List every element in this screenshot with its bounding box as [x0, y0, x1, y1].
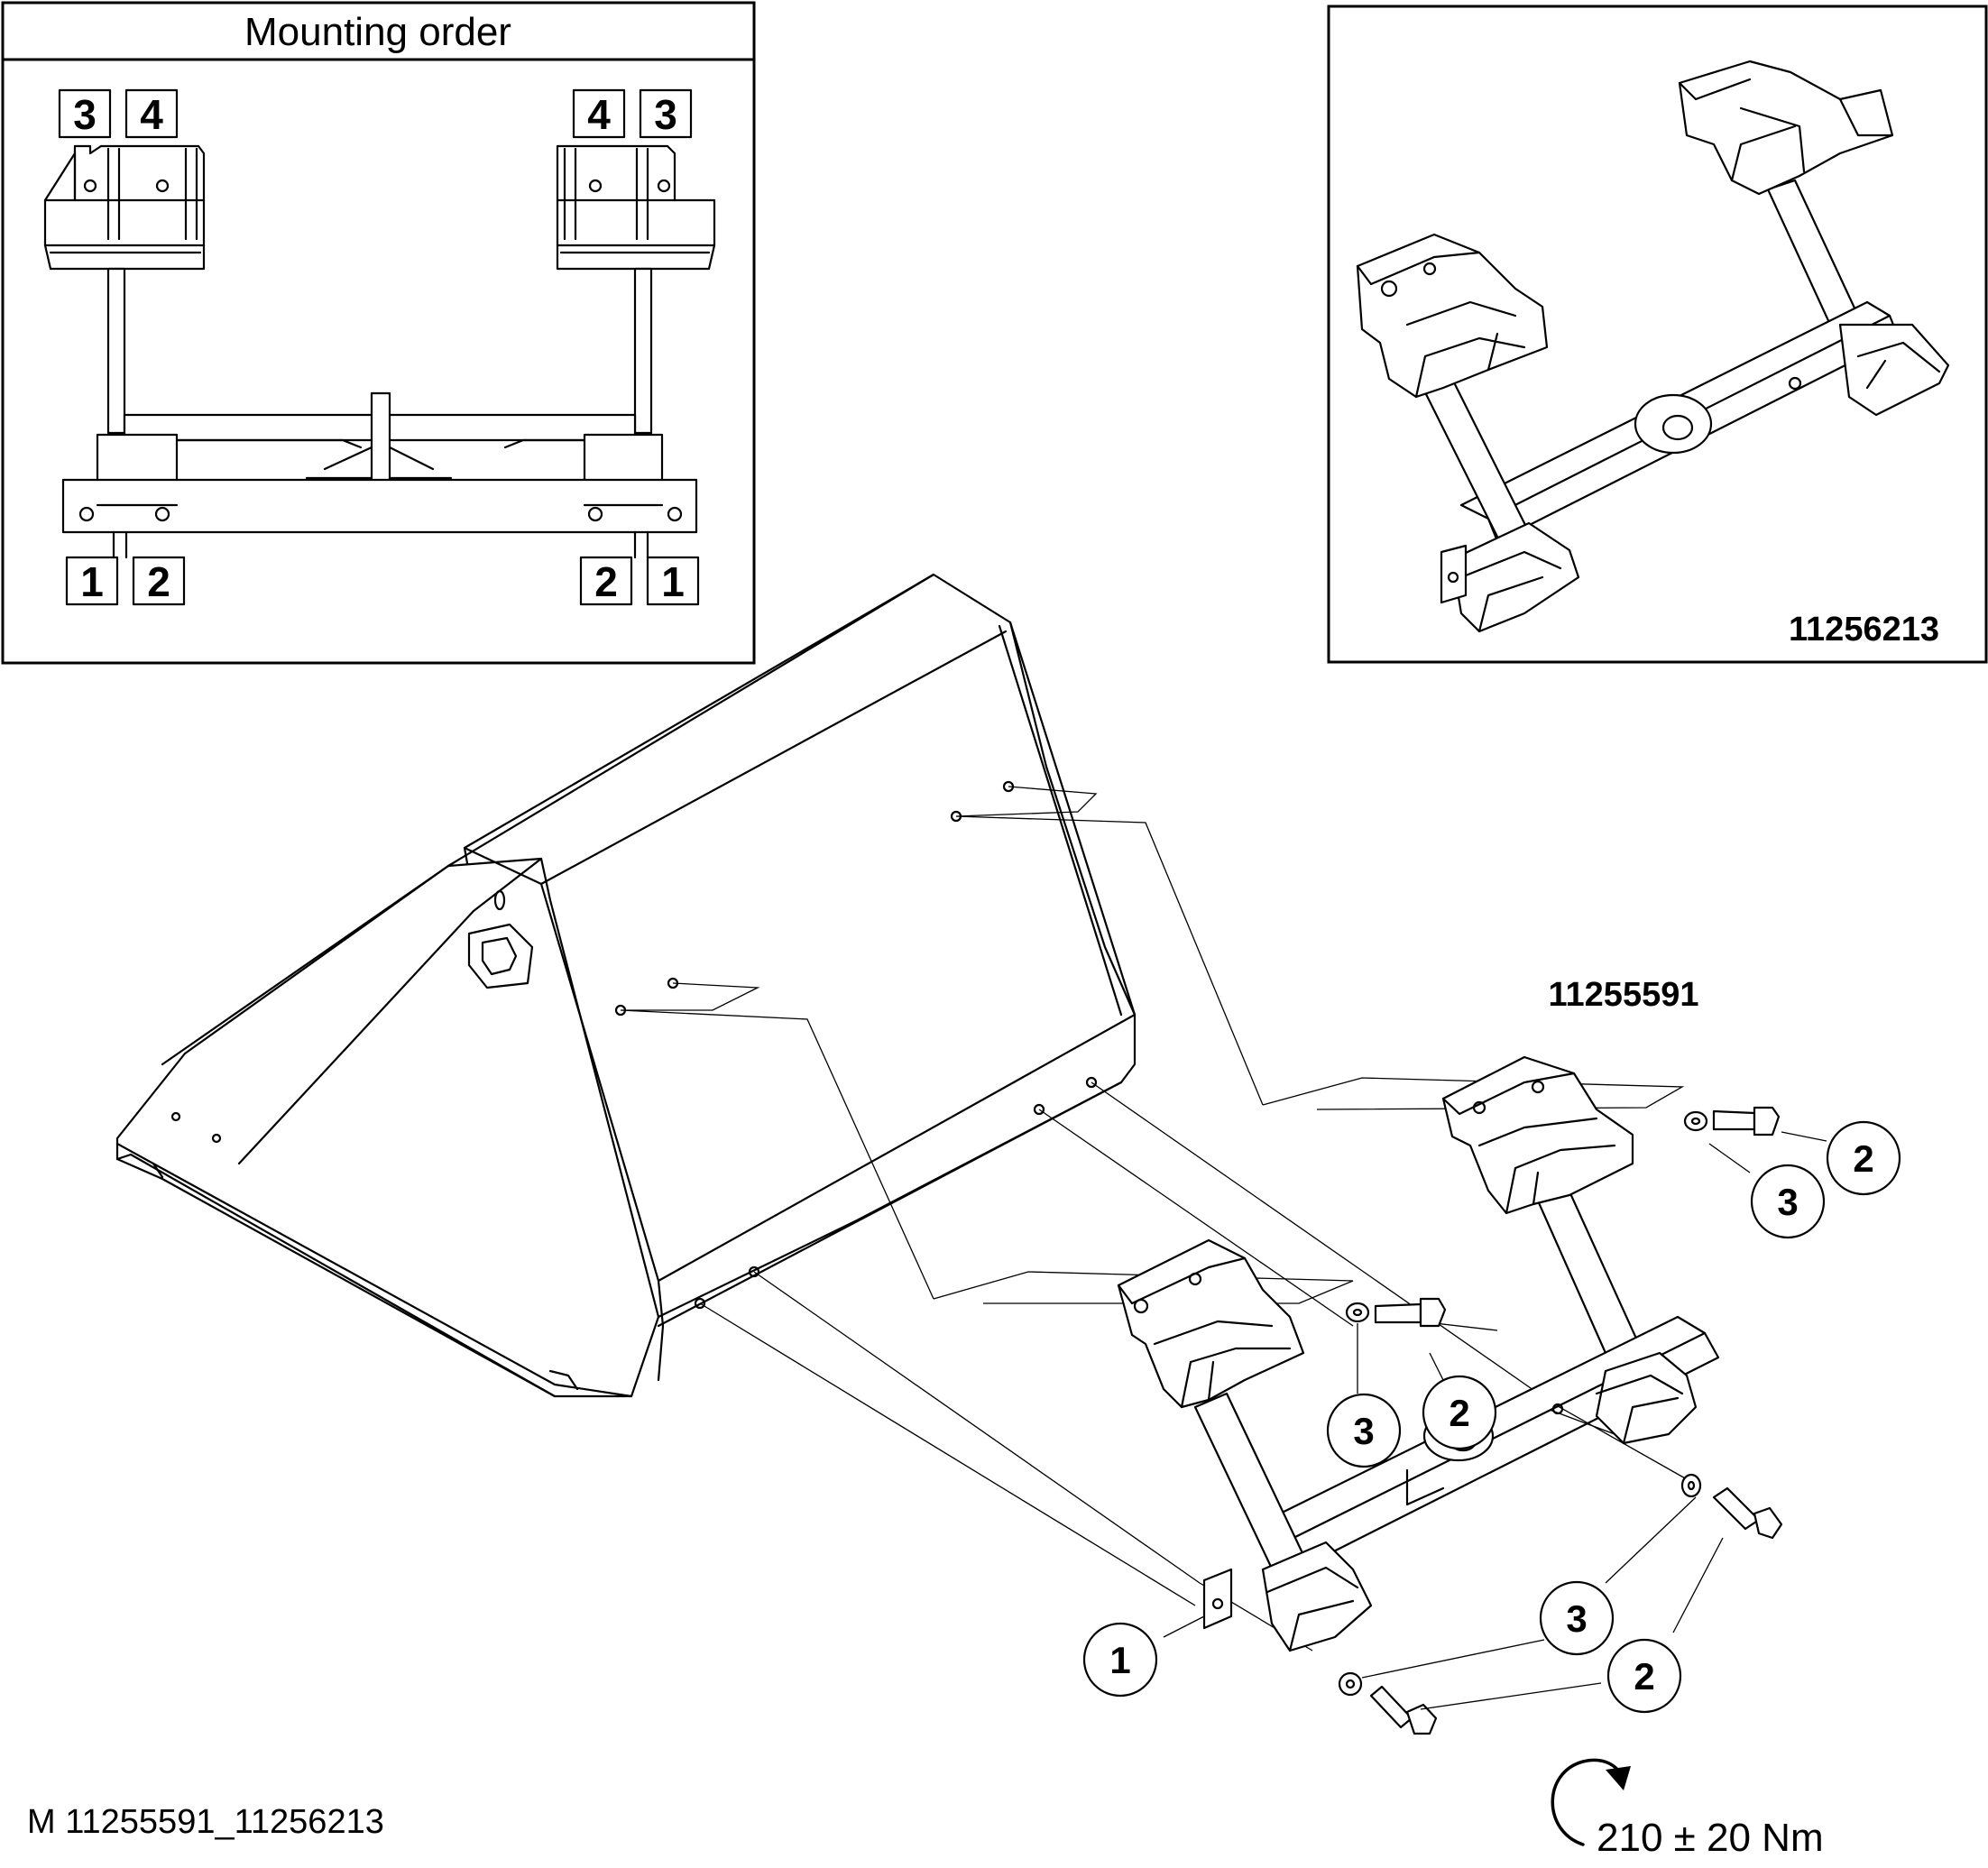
callout-3-lower: 3 [1539, 1580, 1615, 1656]
svg-text:1: 1 [1109, 1639, 1130, 1681]
order-box-bottom-right-1: 2 [579, 556, 633, 606]
callout-2-lower: 2 [1606, 1638, 1682, 1714]
hardware-set-middle [1345, 1297, 1447, 1328]
svg-text:2: 2 [594, 558, 618, 605]
svg-text:2: 2 [1449, 1392, 1469, 1434]
svg-text:2: 2 [1634, 1655, 1654, 1698]
quick-attach-bracket [1117, 1055, 1720, 1652]
svg-text:2: 2 [1853, 1137, 1873, 1180]
order-box-top-left-2: 4 [124, 88, 179, 139]
svg-text:3: 3 [654, 91, 677, 138]
callout-3-top-right: 3 [1750, 1164, 1826, 1239]
torque-icon [1551, 1758, 1631, 1846]
svg-text:1: 1 [80, 558, 104, 605]
inset-panel: 11256213 [1327, 5, 1988, 664]
loader-bucket [115, 573, 1137, 1398]
svg-text:1: 1 [661, 558, 685, 605]
torque-value: 210 ± 20 Nm [1597, 1816, 1824, 1860]
washer [1345, 1302, 1370, 1323]
svg-text:4: 4 [587, 91, 611, 138]
bolt [1374, 1302, 1422, 1324]
washer [1680, 1473, 1702, 1498]
order-box-top-left-1: 3 [58, 88, 112, 139]
svg-text:2: 2 [147, 558, 170, 605]
callout-2-top-right: 2 [1826, 1120, 1901, 1196]
inset-bracket-iso [1356, 60, 1950, 633]
bolt [1712, 1486, 1761, 1531]
bolt [1712, 1109, 1756, 1131]
mounting-order-title: Mounting order [244, 10, 511, 54]
callout-1: 1 [1082, 1622, 1158, 1698]
order-box-bottom-right-2: 1 [646, 556, 700, 606]
callout-3-middle: 3 [1326, 1393, 1402, 1468]
hardware-set-top-right [1683, 1106, 1781, 1136]
inset-part-number: 11256213 [1789, 611, 1939, 649]
mounting-order-panel: Mounting order 3 4 4 3 1 2 2 [1, 1, 756, 665]
svg-text:3: 3 [1566, 1597, 1587, 1640]
drawing-id: M 11255591_11256213 [27, 1803, 384, 1841]
callout-2-middle: 2 [1422, 1375, 1497, 1450]
hardware-set-lower-right [1680, 1473, 1783, 1540]
washer [1683, 1110, 1708, 1132]
svg-text:3: 3 [1353, 1410, 1374, 1452]
svg-text:3: 3 [73, 91, 97, 138]
order-box-bottom-left-2: 2 [132, 556, 186, 606]
washer [1338, 1671, 1363, 1697]
svg-text:3: 3 [1777, 1181, 1798, 1223]
bolt [1369, 1685, 1413, 1729]
bracket-front-view [43, 144, 716, 559]
hardware-set-bottom [1338, 1671, 1438, 1735]
svg-text:4: 4 [140, 91, 163, 138]
order-box-top-right-1: 4 [572, 88, 626, 139]
main-part-number: 11255591 [1549, 976, 1699, 1014]
order-box-top-right-2: 3 [639, 88, 693, 139]
order-box-bottom-left-1: 1 [65, 556, 119, 606]
